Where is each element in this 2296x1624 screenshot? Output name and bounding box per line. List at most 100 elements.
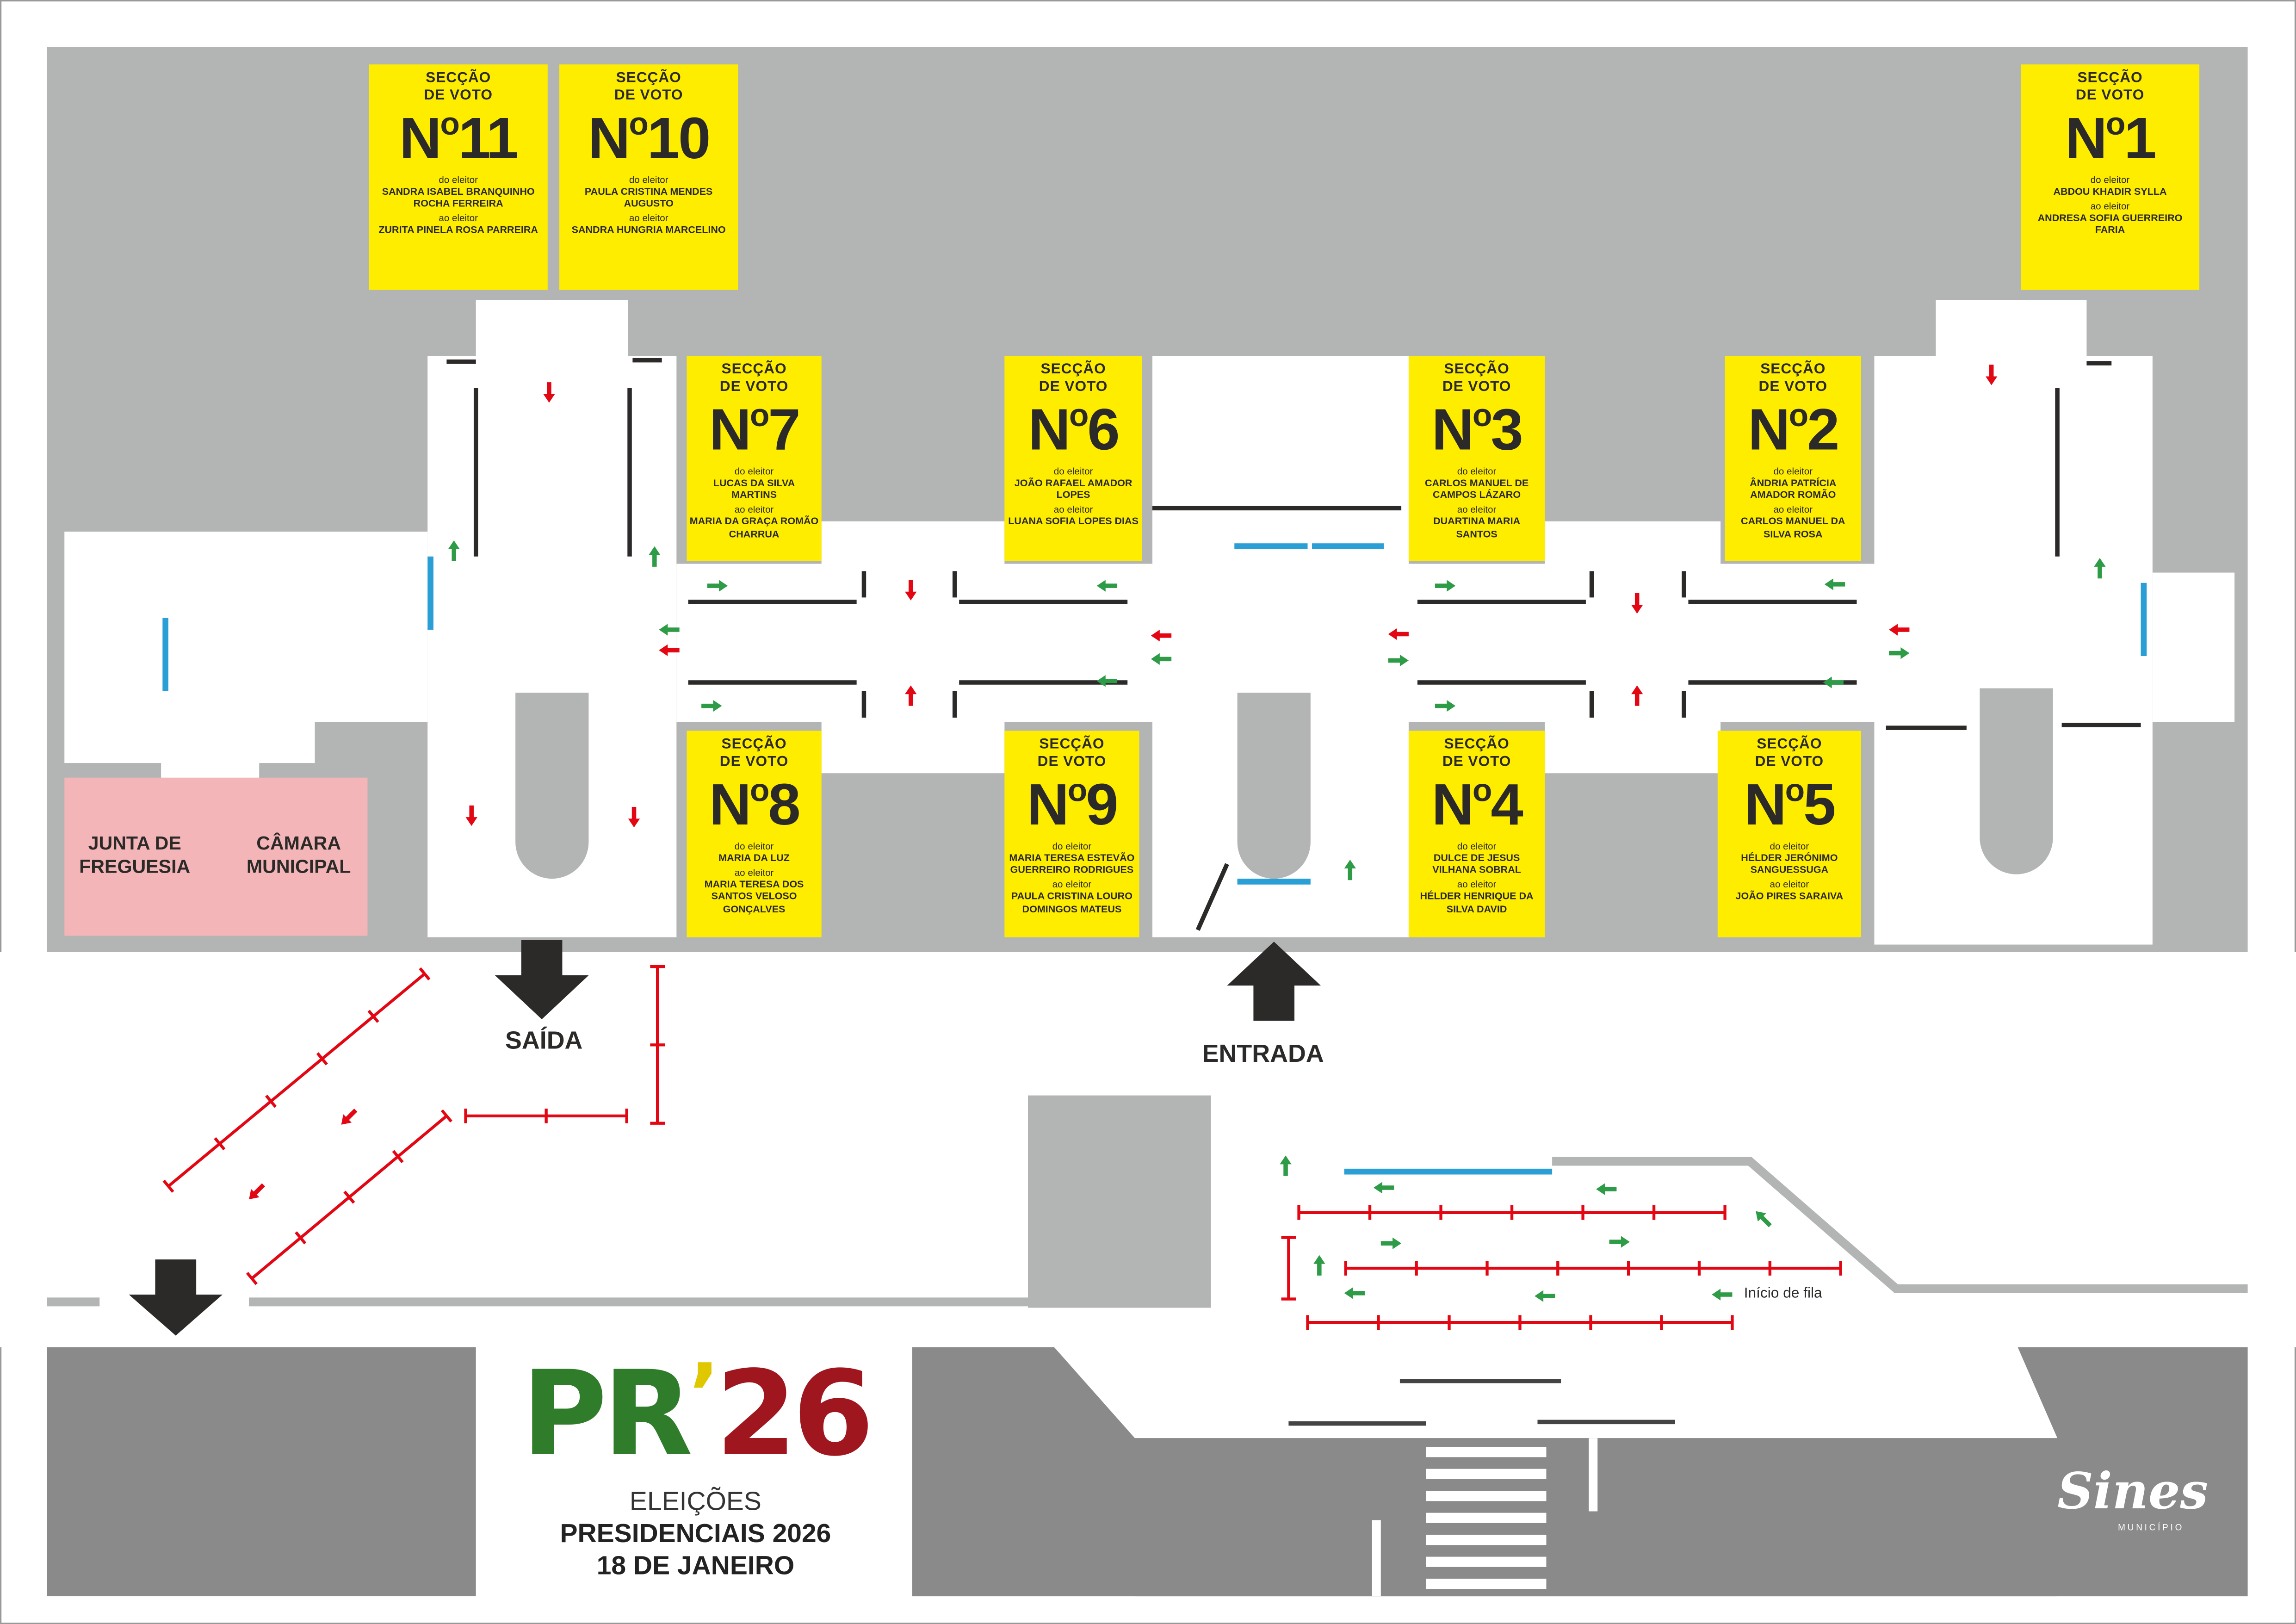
section-title: SECÇÃO — [1039, 737, 1105, 753]
floor-areas — [0, 300, 2296, 1347]
section-number-value: 3 — [1491, 398, 1523, 463]
sines-subtitle: MUNICÍPIO — [2118, 1524, 2185, 1533]
from-label: do eleitor — [2090, 175, 2130, 186]
exit-label: SAÍDA — [505, 1026, 583, 1054]
barrier-post — [162, 1179, 174, 1193]
section-title: DE VOTO — [1442, 379, 1511, 396]
flow-arrow-red-icon — [905, 580, 917, 601]
section-number-value: 5 — [1803, 773, 1836, 838]
barrier-post — [246, 1272, 258, 1285]
flow-arrow-red-icon — [1631, 593, 1643, 614]
pillars — [515, 688, 2053, 879]
to-voter: CARLOS MANUEL DA SILVA ROSA — [1741, 517, 1845, 540]
section-title: DE VOTO — [1039, 379, 1108, 396]
flow-arrow-green-icon — [1388, 654, 1409, 667]
from-label: do eleitor — [1770, 842, 1809, 853]
voting-section-10: SECÇÃO DE VOTO No10 do eleitor PAULA CRI… — [559, 64, 738, 290]
flow-arrow-red-icon — [465, 805, 477, 826]
voting-section-9: SECÇÃO DE VOTO No9 do eleitor MARIA TERE… — [1004, 731, 1139, 937]
section-title: SECÇÃO — [616, 70, 681, 87]
entrance-label: ENTRADA — [1202, 1040, 1324, 1068]
logo-apostrophe: ’ — [688, 1347, 720, 1443]
flow-arrow-red-icon — [1889, 624, 1910, 636]
barrier-post — [367, 1010, 379, 1023]
sines-name: Sines — [2057, 1463, 2209, 1522]
from-label: do eleitor — [629, 175, 668, 186]
to-label: ao eleitor — [734, 506, 774, 516]
barrier-post — [440, 1109, 452, 1123]
flow-arrow-green-icon — [1823, 676, 1844, 688]
camara-municipal-label: CÂMARA MUNICIPAL — [246, 831, 351, 877]
from-voter: ABDOU KHADIR SYLLA — [2053, 187, 2167, 198]
to-label: ao eleitor — [1053, 506, 1093, 516]
to-voter: DUARTINA MARIA SANTOS — [1433, 517, 1521, 540]
section-number: No9 — [1027, 772, 1118, 838]
flow-arrow-red-icon — [1631, 685, 1643, 706]
barrier-post — [265, 1095, 277, 1108]
junta-camara-room — [64, 777, 368, 936]
glass-panels — [162, 543, 2147, 1175]
from-voter: ÂNDRIA PATRÍCIA AMADOR ROMÃO — [1750, 479, 1837, 502]
flow-arrow-red-icon — [659, 644, 680, 657]
from-voter: MARIA TERESA ESTEVÃO GUERREIRO RODRIGUES — [1009, 854, 1135, 876]
section-title: SECÇÃO — [721, 361, 787, 378]
from-label: do eleitor — [734, 467, 774, 477]
barrier-post — [214, 1137, 226, 1151]
section-number-value: 4 — [1491, 773, 1523, 838]
junta-freguesia-label: JUNTA DE FREGUESIA — [79, 831, 191, 877]
barrier-post — [392, 1150, 404, 1163]
voting-section-4: SECÇÃO DE VOTO No4 do eleitor DULCE DE J… — [1408, 731, 1545, 937]
section-title: SECÇÃO — [1444, 361, 1510, 378]
from-voter: LUCAS DA SILVA MARTINS — [713, 479, 795, 502]
building-annex — [1027, 1095, 1211, 1308]
flow-arrow-green-icon — [1824, 578, 1845, 590]
flow-arrow-red-icon — [905, 685, 917, 706]
crosswalk — [1372, 1438, 1598, 1597]
from-label: do eleitor — [1457, 467, 1497, 477]
from-label: do eleitor — [1457, 842, 1497, 853]
to-voter: ZURITA PINELA ROSA PARREIRA — [378, 226, 538, 236]
section-title: SECÇÃO — [1444, 737, 1510, 753]
flow-arrow-green-icon — [1373, 1182, 1394, 1194]
flow-arrow-red-icon — [1151, 630, 1172, 642]
section-title: SECÇÃO — [2077, 70, 2143, 87]
to-voter: HÉLDER HENRIQUE DA SILVA DAVID — [1420, 892, 1534, 915]
flow-arrow-green-icon — [1609, 1236, 1630, 1248]
flow-arrow-green-icon — [1889, 647, 1910, 659]
to-label: ao eleitor — [1770, 880, 1809, 891]
section-number-value: 10 — [647, 107, 711, 172]
from-voter: PAULA CRISTINA MENDES AUGUSTO — [584, 187, 713, 210]
to-voter: JOÃO PIRES SARAIVA — [1735, 892, 1844, 903]
voting-section-1: SECÇÃO DE VOTO No1 do eleitor ABDOU KHAD… — [2020, 64, 2200, 290]
section-number: No4 — [1431, 772, 1523, 838]
voting-section-3: SECÇÃO DE VOTO No3 do eleitor CARLOS MAN… — [1408, 356, 1545, 561]
from-label: do eleitor — [1773, 467, 1813, 477]
street-exit-arrow-icon — [129, 1259, 223, 1336]
sines-municipality-logo: Sines MUNICÍPIO — [2057, 1462, 2209, 1536]
to-label: ao eleitor — [734, 868, 774, 879]
section-number-value: 8 — [768, 773, 800, 838]
pr26-logo: PR’26 ELEIÇÕES PRESIDENCIAIS 2026 18 DE … — [483, 1345, 908, 1582]
sidewalk-edges — [47, 1157, 2248, 1307]
barrier-post — [419, 967, 431, 981]
flow-arrow-green-icon — [1380, 1237, 1402, 1249]
to-label: ao eleitor — [629, 214, 668, 225]
to-label: ao eleitor — [2090, 202, 2130, 213]
from-voter: HÉLDER JERÓNIMO SANGUESSUGA — [1741, 854, 1838, 876]
logo-line-2: PRESIDENCIAIS 2026 — [560, 1519, 831, 1548]
section-number: No3 — [1431, 397, 1523, 463]
flow-arrow-green-icon — [2094, 558, 2106, 579]
section-title: SECÇÃO — [426, 70, 491, 87]
queue-barriers — [162, 965, 1842, 1330]
voting-section-7: SECÇÃO DE VOTO No7 do eleitor LUCAS DA S… — [687, 356, 822, 561]
to-label: ao eleitor — [1457, 506, 1497, 516]
section-number-value: 2 — [1807, 398, 1839, 463]
queue-barrier — [167, 973, 426, 1188]
section-title: DE VOTO — [1442, 754, 1511, 770]
section-title: SECÇÃO — [1040, 361, 1106, 378]
flow-arrow-green-icon — [1712, 1289, 1733, 1301]
section-number-value: 11 — [458, 107, 519, 172]
to-voter: PAULA CRISTINA LOURO DOMINGOS MATEUS — [1011, 892, 1133, 915]
flow-arrow-green-icon — [649, 546, 661, 567]
